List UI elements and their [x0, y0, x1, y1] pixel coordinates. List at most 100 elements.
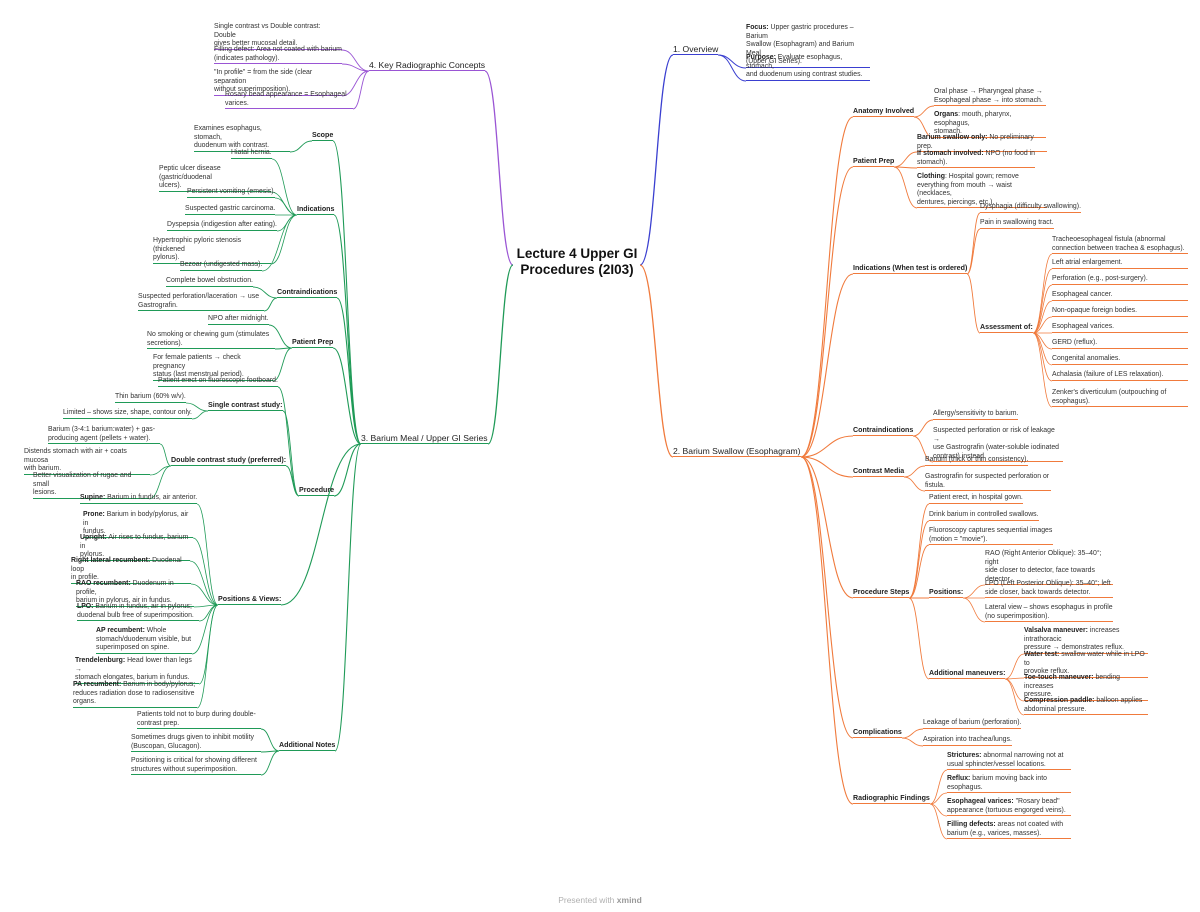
meal-contra-item[interactable]: Complete bowel obstruction. — [166, 277, 253, 287]
swallow-anatomy[interactable]: Anatomy Involved — [853, 107, 915, 117]
assessment-item[interactable]: Tracheoesophageal fistula (abnormal conn… — [1052, 236, 1188, 255]
note-item[interactable]: Positioning is critical for showing diff… — [131, 757, 261, 776]
swallow-contraindications[interactable]: Contraindications — [853, 426, 914, 436]
maneuver-item[interactable]: Toe-touch maneuver: bending increases pr… — [1024, 674, 1148, 701]
maneuver-item[interactable]: Water test: swallow water while in LPO t… — [1024, 651, 1148, 678]
concept-item[interactable]: Filling defect: Area not coated with bar… — [214, 46, 342, 65]
prep-clothing[interactable]: Clothing: Hospital gown; remove everythi… — [917, 173, 1047, 209]
swallow-maneuvers[interactable]: Additional maneuvers: — [929, 669, 1006, 679]
media-item[interactable]: Barium (thick or thin consistency). — [925, 456, 1029, 466]
single-contrast[interactable]: Single contrast study: — [208, 401, 283, 411]
double-contrast-item[interactable]: Better visualization of rugae and small … — [33, 472, 149, 499]
meal-prep-item[interactable]: No smoking or chewing gum (stimulates se… — [147, 331, 275, 350]
assessment-item[interactable]: GERD (reflux). — [1052, 339, 1188, 349]
assessment-item[interactable]: Achalasia (failure of LES relaxation). — [1052, 371, 1188, 381]
meal-prep-item[interactable]: NPO after midnight. — [208, 315, 269, 325]
assessment-item[interactable]: Perforation (e.g., post-surgery). — [1052, 275, 1188, 285]
note-item[interactable]: Sometimes drugs given to inhibit motilit… — [131, 734, 261, 753]
concept-item[interactable]: "In profile" = from the side (clear sepa… — [214, 69, 342, 96]
meal-contraindications[interactable]: Contraindications — [277, 288, 338, 298]
finding-item[interactable]: Reflux: barium moving back into esophagu… — [947, 775, 1071, 794]
position-view-item[interactable]: AP recumbent: Whole stomach/duodenum vis… — [96, 627, 192, 654]
meal-indications[interactable]: Indications — [297, 205, 335, 215]
scope-item[interactable]: Examines esophagus, stomach, duodenum wi… — [194, 125, 290, 152]
assessment-item[interactable]: Esophageal cancer. — [1052, 291, 1188, 301]
branch-barium-swallow[interactable]: 2. Barium Swallow (Esophagram) — [673, 446, 801, 457]
step-item[interactable]: Patient erect, in hospital gown. — [929, 494, 1023, 504]
finding-item[interactable]: Filling defects: areas not coated with b… — [947, 821, 1071, 840]
position-view-item[interactable]: Supine: Barium in fundus, air anterior. — [80, 494, 198, 504]
position-item[interactable]: LPO (Left Posterior Oblique): 35–40°; le… — [985, 580, 1113, 599]
swallow-procedure-steps[interactable]: Procedure Steps — [853, 588, 910, 598]
media-item[interactable]: Gastrografin for suspected perforation o… — [925, 473, 1051, 492]
finding-item[interactable]: Strictures: abnormal narrowing not at us… — [947, 752, 1071, 771]
meal-indication-item[interactable]: Persistent vomiting (emesis). — [187, 188, 276, 198]
maneuver-item[interactable]: Valsalva maneuver: increases intrathorac… — [1024, 627, 1148, 654]
swallow-contra-item[interactable]: Allergy/sensitivity to barium. — [933, 410, 1019, 420]
meal-scope[interactable]: Scope — [312, 131, 334, 141]
meal-indication-item[interactable]: Dyspepsia (indigestion after eating). — [167, 221, 277, 231]
assessment-item[interactable]: Left atrial enlargement. — [1052, 259, 1188, 269]
single-contrast-item[interactable]: Thin barium (60% w/v). — [115, 393, 186, 403]
double-contrast-item[interactable]: Barium (3-4:1 barium:water) + gas- produ… — [48, 426, 160, 445]
position-view-item[interactable]: Upright: Air rises to fundus, barium in … — [80, 534, 190, 561]
prep-swallow-only[interactable]: Barium swallow only: No preliminary prep… — [917, 134, 1047, 153]
meal-positions-views[interactable]: Positions & Views: — [218, 595, 282, 605]
meal-additional-notes[interactable]: Additional Notes — [279, 741, 336, 751]
maneuver-item[interactable]: Compression paddle: balloon applies abdo… — [1024, 697, 1148, 716]
assessment-item[interactable]: Zenker's diverticulum (outpouching of es… — [1052, 389, 1188, 408]
branch-overview[interactable]: 1. Overview — [673, 44, 719, 55]
position-item[interactable]: RAO (Right Anterior Oblique): 35–40°; ri… — [985, 550, 1113, 586]
swallow-contra-item[interactable]: Suspected perforation or risk of leakage… — [933, 427, 1063, 463]
swallow-indications[interactable]: Indications (When test is ordered) — [853, 264, 968, 274]
position-view-item[interactable]: PA recumbent: Barium in body/pylorus; re… — [73, 681, 197, 708]
overview-focus[interactable]: Focus: Upper gastric procedures – Barium… — [746, 24, 870, 68]
assessment-item[interactable]: Esophageal varices. — [1052, 323, 1188, 333]
position-view-item[interactable]: LPO: Barium in fundus, air in pylorus; d… — [77, 603, 199, 622]
assessment-item[interactable]: Non-opaque foreign bodies. — [1052, 307, 1188, 317]
meal-indication-item[interactable]: Hiatal hernia. — [231, 149, 272, 159]
position-view-item[interactable]: Trendelenburg: Head lower than legs → st… — [75, 657, 199, 684]
meal-prep-item[interactable]: For female patients → check pregnancy st… — [153, 354, 273, 381]
assessment-item[interactable]: Congenital anomalies. — [1052, 355, 1188, 365]
meal-indication-item[interactable]: Hypertrophic pyloric stenosis (thickened… — [153, 237, 271, 264]
meal-indication-item[interactable]: Peptic ulcer disease (gastric/duodenal u… — [159, 165, 271, 192]
double-contrast-item[interactable]: Distends stomach with air + coats mucosa… — [24, 448, 150, 475]
complication-item[interactable]: Aspiration into trachea/lungs. — [923, 736, 1012, 746]
procedure-erect[interactable]: Patient erect on fluoroscopic footboard. — [158, 377, 278, 387]
double-contrast[interactable]: Double contrast study (preferred): — [171, 456, 287, 466]
single-contrast-item[interactable]: Limited – shows size, shape, contour onl… — [63, 409, 192, 419]
swallow-patient-prep[interactable]: Patient Prep — [853, 157, 895, 167]
branch-key-concepts[interactable]: 4. Key Radiographic Concepts — [369, 60, 486, 71]
swallow-radiographic-findings[interactable]: Radiographic Findings — [853, 794, 930, 804]
swallow-positions[interactable]: Positions: — [929, 588, 964, 598]
central-topic[interactable]: Lecture 4 Upper GI Procedures (2I03) — [516, 246, 638, 277]
concept-item[interactable]: Single contrast vs Double contrast: Doub… — [214, 23, 342, 50]
assessment-of[interactable]: Assessment of: — [980, 323, 1033, 333]
swallow-contrast-media[interactable]: Contrast Media — [853, 467, 905, 477]
anatomy-organs[interactable]: Organs: mouth, pharynx, esophagus, stoma… — [934, 111, 1046, 138]
meal-patient-prep[interactable]: Patient Prep — [292, 338, 334, 348]
anatomy-phases[interactable]: Oral phase → Pharyngeal phase → Esophage… — [934, 88, 1046, 107]
meal-indication-item[interactable]: Bezoar (undigested mass). — [180, 261, 263, 271]
finding-item-text: barium moving back into esophagus. — [947, 775, 1047, 791]
meal-contra-item[interactable]: Suspected perforation/laceration → use G… — [138, 293, 264, 312]
concept-item[interactable]: Rosary bead appearance = Esophageal vari… — [225, 91, 353, 110]
indication-dysphagia[interactable]: Dysphagia (difficulty swallowing). — [980, 203, 1081, 213]
complication-item[interactable]: Leakage of barium (perforation). — [923, 719, 1022, 729]
branch-barium-meal[interactable]: 3. Barium Meal / Upper GI Series — [361, 433, 488, 444]
finding-item[interactable]: Esophageal varices: "Rosary bead" appear… — [947, 798, 1071, 817]
overview-purpose[interactable]: Purpose: Evaluate esophagus, stomach, an… — [746, 54, 870, 81]
indication-pain[interactable]: Pain in swallowing tract. — [980, 219, 1054, 229]
position-item[interactable]: Lateral view – shows esophagus in profil… — [985, 604, 1113, 623]
prep-stomach[interactable]: If stomach involved: NPO (no food in sto… — [917, 150, 1035, 169]
swallow-complications[interactable]: Complications — [853, 728, 902, 738]
step-item[interactable]: Drink barium in controlled swallows. — [929, 511, 1039, 521]
meal-procedure[interactable]: Procedure — [299, 486, 335, 496]
position-view-item[interactable]: RAO recumbent: Duodenum in profile, bari… — [76, 580, 194, 607]
step-item[interactable]: Fluoroscopy captures sequential images (… — [929, 527, 1053, 546]
position-view-item[interactable]: Right lateral recumbent: Duodenal loop i… — [71, 557, 191, 584]
position-view-item[interactable]: Prone: Barium in body/pylorus, air in fu… — [83, 511, 193, 538]
note-item[interactable]: Patients told not to burp during double-… — [137, 711, 261, 730]
meal-indication-item[interactable]: Suspected gastric carcinoma. — [185, 205, 276, 215]
